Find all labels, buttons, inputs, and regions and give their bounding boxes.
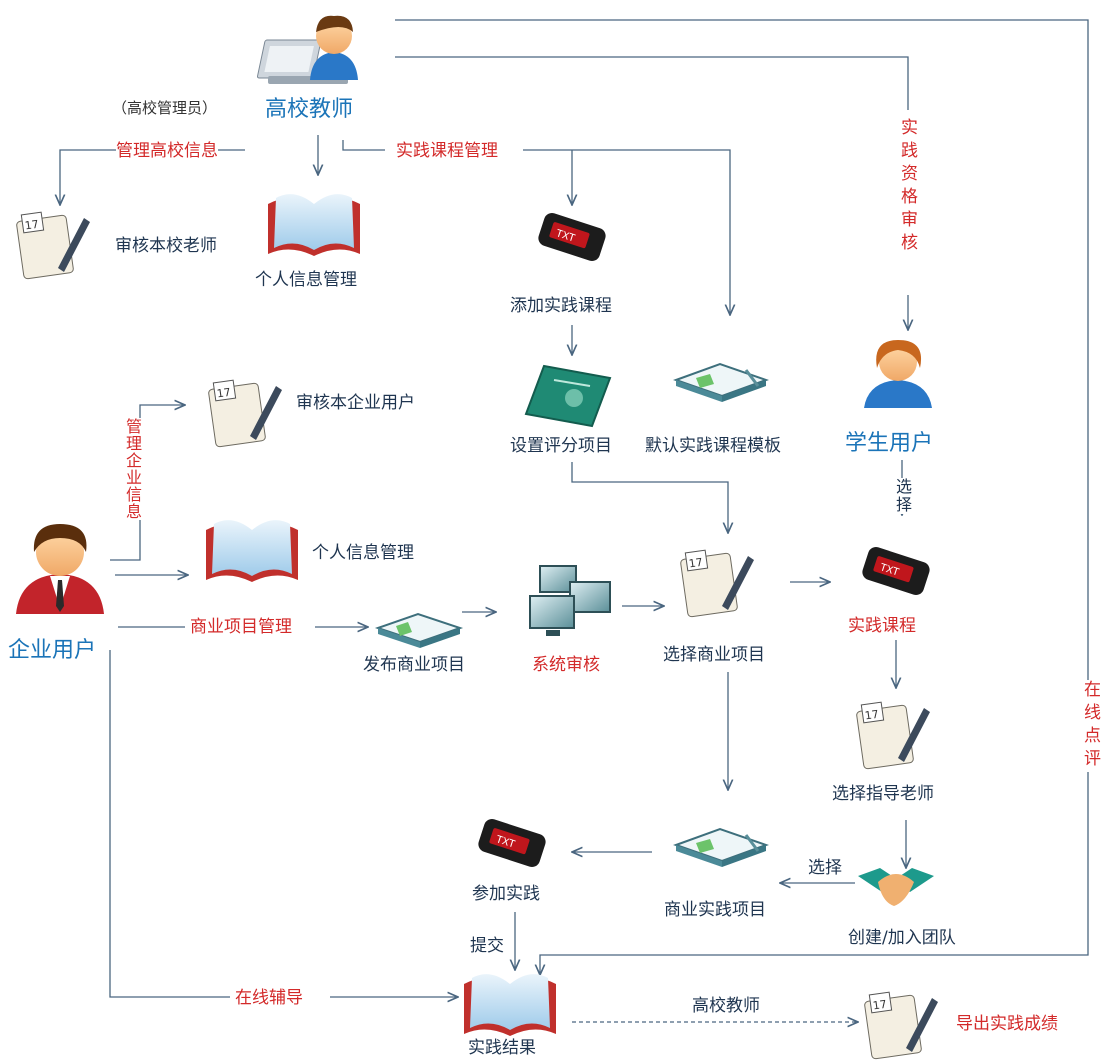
computer-monitors-icon bbox=[529, 565, 611, 636]
add-course-label[interactable]: 添加实践课程 bbox=[510, 296, 612, 316]
handshake-icon bbox=[858, 868, 934, 906]
join-practice-label[interactable]: 参加实践 bbox=[472, 884, 540, 904]
enterprise-personal-info-label[interactable]: 个人信息管理 bbox=[312, 543, 414, 563]
qualification-review-label: 实践资格审核 bbox=[897, 118, 917, 256]
student-role-label[interactable]: 学生用户 bbox=[845, 431, 934, 456]
team-select-label: 选择 bbox=[808, 858, 842, 878]
txt-device-icon: TXT bbox=[862, 547, 930, 595]
enterprise-role-label[interactable]: 企业用户 bbox=[8, 638, 97, 663]
edge-course-mgmt-branches bbox=[523, 149, 730, 315]
teacher-role-label[interactable]: 高校教师 bbox=[265, 97, 354, 122]
connectors bbox=[60, 19, 1089, 1022]
edge-teacher-qualification bbox=[395, 56, 909, 110]
edge-course-management bbox=[342, 140, 385, 151]
manage-school-info-label: 管理高校信息 bbox=[116, 141, 218, 161]
txt-device-icon: TXT bbox=[478, 819, 546, 867]
default-template-label[interactable]: 默认实践课程模板 bbox=[645, 436, 781, 456]
open-book-icon bbox=[673, 827, 769, 867]
set-scoring-label[interactable]: 设置评分项目 bbox=[510, 436, 612, 456]
open-book-icon bbox=[464, 974, 556, 1036]
practice-course-label[interactable]: 实践课程 bbox=[848, 616, 916, 636]
online-review-label: 在线点评 bbox=[1080, 680, 1100, 772]
teacher-personal-info-label[interactable]: 个人信息管理 bbox=[255, 270, 357, 290]
calendar-pen-icon: 17 bbox=[208, 379, 282, 448]
review-teachers-label[interactable]: 审核本校老师 bbox=[115, 236, 217, 256]
system-review-label[interactable]: 系统审核 bbox=[532, 655, 600, 675]
calendar-pen-icon: 17 bbox=[680, 549, 754, 618]
businessman-icon bbox=[16, 524, 104, 614]
select-business-project-label[interactable]: 选择商业项目 bbox=[663, 645, 765, 665]
open-book-icon bbox=[374, 612, 464, 648]
teacher-laptop-icon bbox=[256, 15, 358, 84]
svg-text:17: 17 bbox=[24, 218, 40, 233]
business-project-mgmt-label: 商业项目管理 bbox=[190, 617, 292, 637]
export-scores-label[interactable]: 导出实践成绩 bbox=[956, 1014, 1058, 1034]
edge-teacher-online-review bbox=[395, 19, 1089, 975]
open-book-icon bbox=[673, 362, 769, 402]
teacher-bottom-label: 高校教师 bbox=[692, 996, 760, 1016]
course-management-label: 实践课程管理 bbox=[396, 141, 498, 161]
svg-text:17: 17 bbox=[688, 556, 704, 571]
calendar-pen-icon: 17 bbox=[16, 211, 90, 280]
practice-result-label[interactable]: 实践结果 bbox=[468, 1038, 536, 1058]
review-enterprise-users-label[interactable]: 审核本企业用户 bbox=[296, 393, 415, 413]
svg-text:17: 17 bbox=[872, 998, 888, 1013]
manage-enterprise-info-label: 管理企业信息 bbox=[122, 418, 142, 520]
calendar-pen-icon: 17 bbox=[864, 991, 938, 1060]
calendar-pen-icon: 17 bbox=[856, 701, 930, 770]
edge-enterprise-tutoring bbox=[109, 650, 230, 998]
business-practice-project-label[interactable]: 商业实践项目 bbox=[664, 900, 766, 920]
submit-label: 提交 bbox=[470, 936, 504, 956]
txt-device-icon: TXT bbox=[538, 213, 606, 261]
select-mentor-label[interactable]: 选择指导老师 bbox=[832, 784, 934, 804]
create-join-team-label[interactable]: 创建/加入团队 bbox=[848, 928, 956, 948]
edge-scoring-to-select bbox=[571, 462, 728, 533]
open-book-icon bbox=[206, 520, 298, 582]
open-book-icon bbox=[268, 194, 360, 256]
svg-text:17: 17 bbox=[864, 708, 880, 723]
teacher-admin-note: （高校管理员） bbox=[112, 99, 218, 117]
publish-project-label[interactable]: 发布商业项目 bbox=[363, 655, 465, 675]
student-icon bbox=[864, 340, 932, 408]
green-document-icon bbox=[524, 364, 612, 428]
student-choose-label: 选择 bbox=[892, 478, 912, 514]
svg-text:17: 17 bbox=[216, 386, 232, 401]
online-tutoring-label: 在线辅导 bbox=[235, 988, 303, 1008]
